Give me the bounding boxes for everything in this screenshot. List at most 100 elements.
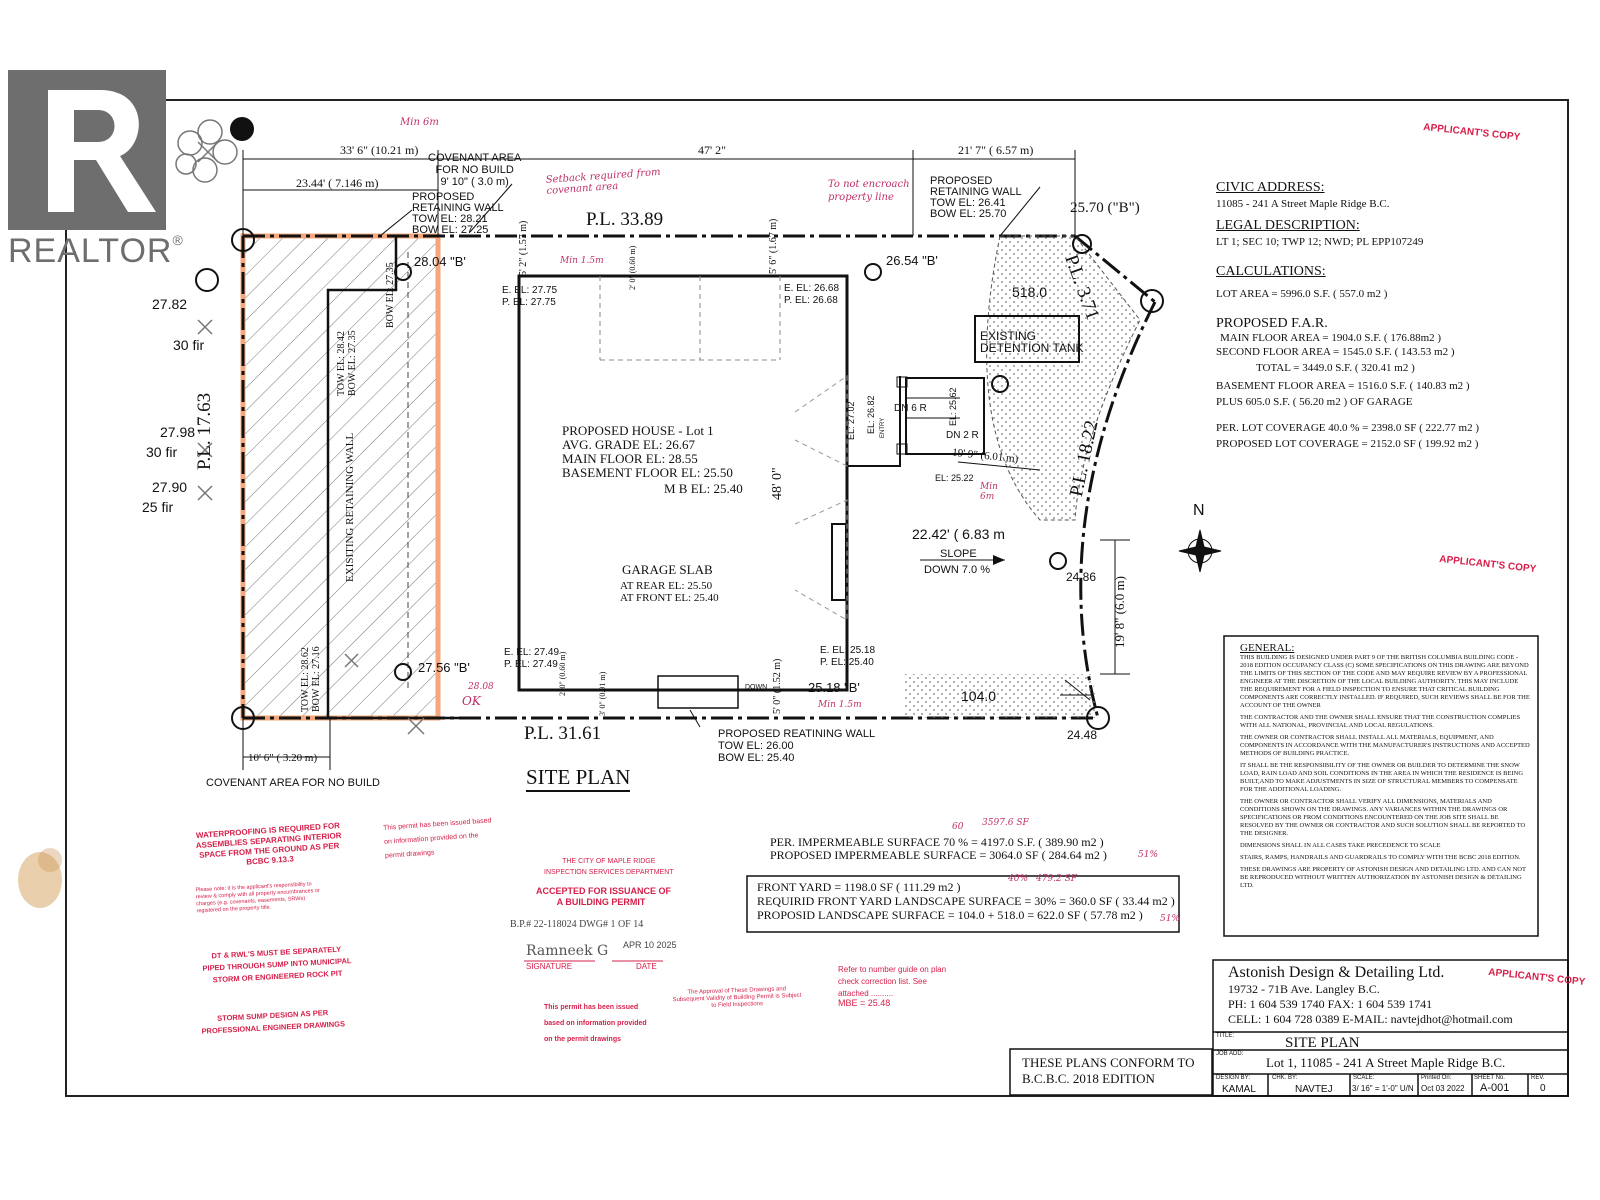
note-min-6m-right: Min 6m — [980, 482, 998, 502]
el-27-90: 27.90 — [152, 479, 188, 495]
wall-bow-2: BOW EL: 27.35 — [385, 262, 396, 328]
el-26-54: 26.54 "B' — [886, 253, 938, 268]
el-26-82: EL: 26.82 — [866, 395, 876, 434]
bp-number: B.P.# 22-118024 DWG# 1 OF 14 — [510, 919, 644, 930]
setback-3-0: 3' 0" (0.91 m) — [598, 671, 607, 716]
mbe-note: MBE = 25.48 — [838, 998, 891, 1008]
signature-label: SIGNATURE — [526, 962, 573, 971]
permit-date: APR 10 2025 — [623, 940, 677, 950]
sheet-value: A-001 — [1480, 1082, 1510, 1094]
yard-calcs: FRONT YARD = 1198.0 SF ( 111.29 m2 )REQU… — [757, 880, 1175, 922]
tree-label: 30 fir — [146, 444, 178, 460]
el-24-48: 24.48 — [1067, 728, 1098, 742]
detention-tank — [974, 315, 1080, 363]
front-setback: 19' 8" (6.0 m) — [1112, 576, 1127, 648]
printed-value: Oct 03 2022 — [1421, 1084, 1465, 1093]
issued-stamp-2: This permit has been issued based on inf… — [544, 1004, 647, 1043]
rev-value: 0 — [1540, 1083, 1546, 1094]
note-40: 40% — [1008, 874, 1029, 884]
impermeable-surfaces: PER. IMPERMEABLE SURFACE 70 % = 4197.0 S… — [770, 835, 1107, 862]
printed-label: Printed On: — [1421, 1075, 1452, 1081]
property-line-corner — [1074, 234, 1156, 304]
general-notes-box — [1223, 635, 1539, 937]
signature: Ramneek G — [526, 943, 609, 959]
el-25-22: EL: 25.22 — [935, 473, 974, 483]
dim-bottom: 10' 6" ( 3.20 m) — [248, 752, 318, 764]
stair-dn-6r: DN 6 R — [894, 403, 927, 414]
el-27-56: 27.56 "B' — [418, 660, 470, 675]
scale-label: SCALE: — [1353, 1075, 1375, 1081]
note-28-08: 28.08 — [468, 682, 494, 692]
setback-2-0: 2' 0" (0.60 m) — [628, 245, 637, 290]
issued-stamp-1: This permit has been issued based on inf… — [382, 817, 492, 860]
existing-wall-label: EXISITING RETAINING WALL — [344, 432, 356, 582]
tree-icon — [175, 119, 425, 735]
setback-2-0-b: 2' 0" (0.60 m) — [558, 651, 567, 696]
note-51-a: 51% — [1138, 850, 1159, 860]
scale-value: 3/ 16" = 1'-0" U/N — [1352, 1084, 1414, 1093]
entry-label: ENTRY — [880, 417, 886, 438]
dot-icon — [230, 117, 254, 141]
note-60: 60 — [952, 822, 964, 832]
company-block: Astonish Design & Detailing Ltd. 19732 -… — [1228, 964, 1513, 1026]
note-min-1-5m-bot: Min 1.5m — [818, 700, 862, 710]
mb-el: M B EL: 25.40 — [664, 481, 743, 496]
covenant-bottom-label: COVENANT AREA FOR NO BUILD — [206, 777, 381, 789]
el-27-82: 27.82 — [152, 296, 188, 312]
slope-distance: 22.42' ( 6.83 m — [912, 526, 1005, 542]
down-label: DOWN — [745, 684, 768, 691]
title-label: TITLE: — [1216, 1033, 1235, 1039]
front-steps — [905, 377, 985, 455]
tree-label: 30 fir — [173, 337, 205, 353]
north-arrow-icon — [1178, 529, 1222, 573]
note-min-6m: Min 6m — [400, 117, 439, 128]
area-104: 104.0 — [961, 688, 997, 704]
civic-block: CIVIC ADDRESS: 11085 - 241 A Street Mapl… — [1216, 180, 1479, 451]
note-encroach: To not encroach property line — [828, 179, 910, 203]
el-24-86: 24.86 — [1066, 570, 1097, 584]
landscape-area-518 — [986, 235, 1141, 521]
stair-dn-2r: DN 2 R — [946, 430, 979, 441]
date-label: DATE — [636, 962, 657, 971]
sheet-label: SHEET No. — [1474, 1075, 1505, 1081]
setback-5-6: 5' 6" (1.67 m) — [768, 218, 779, 274]
yard-box — [746, 875, 1180, 933]
realtor-wordmark: REALTOR® — [8, 232, 184, 270]
note-ok: OK — [462, 694, 481, 708]
note-min-1-5m: Min 1.5m — [560, 256, 604, 266]
chk-label: CHK. BY: — [1272, 1075, 1298, 1081]
realtor-logo-icon — [8, 70, 166, 230]
pl-left: P.L. 17.63 — [194, 392, 215, 470]
slope-label: SLOPE — [940, 548, 977, 560]
el-28-04: 28.04 "B' — [414, 254, 466, 269]
el-27-98: 27.98 — [160, 424, 196, 440]
job-value: Lot 1, 11085 - 241 A Street Maple Ridge … — [1266, 1055, 1506, 1070]
setback-5-2: 5' 2" (1.57 m) — [518, 220, 529, 276]
design-value: KAMAL — [1222, 1084, 1256, 1095]
site-plan-title: SITE PLAN — [526, 765, 631, 792]
slope-value: DOWN 7.0 % — [924, 564, 991, 576]
refer-note: Refer to number guide on plan check corr… — [838, 965, 947, 998]
rev-label: REV. — [1531, 1075, 1545, 1081]
title-block — [1212, 959, 1569, 1097]
area-518: 518.0 — [1012, 284, 1048, 300]
tree-label: 25 fir — [142, 499, 174, 515]
chk-value: NAVTEJ — [1295, 1084, 1333, 1095]
property-line-curve — [1079, 301, 1157, 719]
el-25-18: 25.18 "B' — [808, 680, 860, 695]
pl-bottom: P.L. 31.61 — [524, 723, 602, 744]
el-27-02: EL: 27.02 — [846, 401, 856, 440]
